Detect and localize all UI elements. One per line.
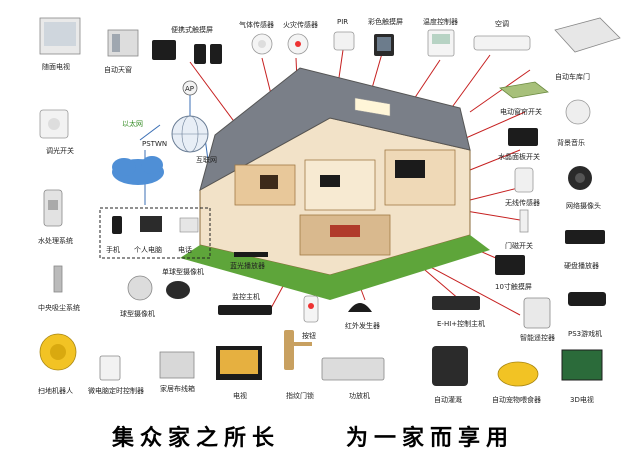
label-telephone: 电话 xyxy=(178,245,192,254)
gas-sensor-device xyxy=(251,33,273,55)
pet-feeder-device xyxy=(497,361,539,387)
temp-controller-device xyxy=(427,29,455,57)
door-switch-device xyxy=(519,209,529,233)
tv-device xyxy=(216,346,262,380)
label-ps3: PS3游戏机 xyxy=(568,329,602,338)
label-pc: 个人电脑 xyxy=(134,245,162,254)
label-dimmer-switch: 调光开关 xyxy=(46,146,74,155)
ap-node: AP xyxy=(182,80,198,96)
label-auto-pet-feeder: 自动宠物喂食器 xyxy=(492,395,541,404)
label-wireless: 以太网 xyxy=(122,119,143,128)
label-door-window-switch: 门磁开关 xyxy=(505,241,533,250)
label-pstwn: PSTWN xyxy=(142,140,167,148)
label-bluray-player: 蓝光播放器 xyxy=(230,261,265,270)
hdd-player-device xyxy=(565,230,605,244)
water-treatment-device xyxy=(43,189,63,227)
label-network-camera: 网络摄像头 xyxy=(566,201,601,210)
air-conditioner-device xyxy=(473,35,531,51)
label-tv: 电视 xyxy=(233,391,247,400)
smart-remote-device xyxy=(523,297,551,329)
label-auto-garage: 自动车库门 xyxy=(555,72,590,81)
label-fingerprint-lock: 指纹门锁 xyxy=(286,391,314,400)
curtain-switch-device xyxy=(499,81,549,99)
label-portable-touchscreen: 便携式触摸屏 xyxy=(171,25,213,34)
panic-button-device xyxy=(303,295,319,323)
portable-touchscreen-device xyxy=(152,40,222,64)
house-cutaway xyxy=(180,67,490,300)
label-amplifier: 功放机 xyxy=(349,391,370,400)
label-dome-camera: 球型摄像机 xyxy=(120,309,155,318)
central-vacuum-device xyxy=(53,265,63,293)
label-smart-remote: 智能遥控器 xyxy=(520,333,555,342)
label-microwave-timer: 微电脑定时控制器 xyxy=(88,386,144,395)
label-internet: 互联网 xyxy=(196,155,217,164)
slogan-right: 为一家而享用 xyxy=(346,426,515,451)
label-touchscreen-10: 10寸触摸屏 xyxy=(495,282,532,291)
ir-transmitter-device xyxy=(348,303,372,312)
label-e-hi-host: E-HI+控制主机 xyxy=(437,319,485,328)
label-ptz-camera: 单球型摄像机 xyxy=(162,267,204,276)
wall-tv-device xyxy=(39,17,81,55)
bluray-player-device xyxy=(234,252,268,257)
label-monitor-host: 监控主机 xyxy=(232,292,260,301)
slogan-banner: 集众家之所长 为一家而享用 xyxy=(0,420,640,451)
wireless-sensor-device xyxy=(514,167,534,193)
ps3-device xyxy=(568,292,606,306)
label-auto-irrigation: 自动灌溉 xyxy=(434,395,462,404)
dimmer-switch-device xyxy=(39,109,69,139)
label-auto-curtain: 自动天窗 xyxy=(104,65,132,74)
label-motorized-curtain-switch: 电动窗帘开关 xyxy=(500,107,542,116)
terminal-group xyxy=(99,207,211,259)
label-air-conditioner: 空调 xyxy=(495,19,509,28)
label-home-media-box: 家居布线箱 xyxy=(160,384,195,393)
garage-door-device xyxy=(554,17,621,53)
label-hdd-player: 硬盘播放器 xyxy=(564,261,599,270)
label-background-music: 背景音乐 xyxy=(557,138,585,147)
label-gas-sensor: 气体传感器 xyxy=(239,20,274,29)
home-media-box-device xyxy=(159,351,195,379)
label-water-treatment: 水处理系统 xyxy=(38,236,73,245)
label-fire-sensor: 火灾传感器 xyxy=(283,20,318,29)
label-temp-controller: 温度控制器 xyxy=(423,17,458,26)
pir-device xyxy=(333,31,355,51)
sweeping-robot-device xyxy=(39,333,77,371)
color-touchscreen-device xyxy=(374,34,394,56)
label-pir: PIR xyxy=(337,18,348,26)
label-lcd-tv-switch: 水晶面板开关 xyxy=(498,152,540,161)
microwave-timer-device xyxy=(99,355,121,381)
crystal-panel-device xyxy=(508,128,538,146)
dome-camera-device xyxy=(166,281,190,299)
label-sweeping-robot: 扫地机器人 xyxy=(38,386,73,395)
tv-3d-device xyxy=(561,349,603,381)
ptz-camera-device xyxy=(127,275,153,301)
fire-sensor-device xyxy=(287,33,309,55)
label-ir-transmitter: 红外发生器 xyxy=(345,321,380,330)
e-hi-host-device xyxy=(432,296,480,310)
cloud-icon xyxy=(112,156,164,185)
slogan-left: 集众家之所长 xyxy=(112,426,281,451)
label-wall-tv: 随面电视 xyxy=(42,62,70,71)
background-music-device xyxy=(565,99,591,125)
label-ap: AP xyxy=(185,85,194,93)
label-panic-button: 按钮 xyxy=(302,331,316,340)
label-tv-3d: 3D电视 xyxy=(570,395,594,404)
label-color-touchscreen: 彩色触摸屏 xyxy=(368,17,403,26)
amplifier-device xyxy=(321,357,385,381)
monitor-host-device xyxy=(218,305,272,315)
label-central-vacuum: 中央吸尘系统 xyxy=(38,303,80,312)
touchscreen-10-device xyxy=(495,255,525,275)
auto-irrigation-device xyxy=(432,346,468,386)
label-wireless-sensor: 无线传感器 xyxy=(505,198,540,207)
globe-icon xyxy=(171,115,209,153)
network-camera-device xyxy=(568,166,592,190)
fingerprint-lock-device xyxy=(284,330,312,370)
label-phone: 手机 xyxy=(106,245,120,254)
auto-curtain-device xyxy=(107,29,139,57)
